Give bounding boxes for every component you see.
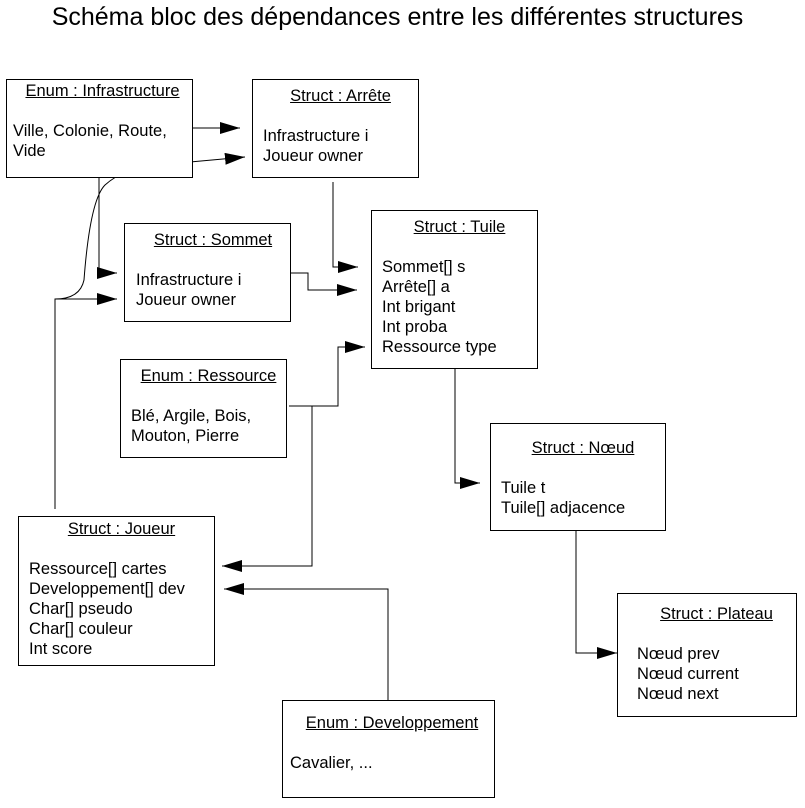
edge-ressource-joueur [222, 406, 313, 572]
node-ressource-title: Enum : Ressource [140, 367, 277, 385]
node-noeud-title: Struct : Nœud [531, 439, 635, 457]
node-joueur-fields: Ressource[] cartes Developpement[] dev C… [29, 559, 214, 659]
edge-infrastructure-sommet [97, 178, 117, 279]
field-tuile-2: Int brigant [382, 298, 456, 316]
field-infrastructure-1: Vide [13, 142, 46, 160]
field-sommet-0: Infrastructure i [136, 271, 242, 289]
node-infrastructure-fields: Ville, Colonie, Route, Vide [13, 121, 192, 161]
edge-tuile-noeud [454, 369, 480, 489]
edge-sommet-tuile [291, 272, 357, 296]
edge-arrete-tuile [332, 182, 358, 273]
node-arrete-fields: Infrastructure i Joueur owner [263, 126, 418, 166]
node-tuile: Struct : Tuile Sommet[] s Arrête[] a Int… [371, 210, 538, 369]
field-plateau-0: Nœud prev [637, 645, 720, 663]
node-noeud-fields: Tuile t Tuile[] adjacence [501, 478, 665, 518]
field-arrete-0: Infrastructure i [263, 127, 369, 145]
node-developpement: Enum : Developpement Cavalier, ... [282, 700, 495, 798]
field-joueur-1: Developpement[] dev [29, 580, 185, 598]
field-noeud-0: Tuile t [501, 479, 546, 497]
node-tuile-fields: Sommet[] s Arrête[] a Int brigant Int pr… [382, 257, 537, 357]
node-ressource-fields: Blé, Argile, Bois, Mouton, Pierre [131, 406, 286, 446]
field-infrastructure-0: Ville, Colonie, Route, [13, 122, 167, 140]
field-plateau-2: Nœud next [637, 685, 719, 703]
field-arrete-1: Joueur owner [263, 147, 363, 165]
node-plateau-fields: Nœud prev Nœud current Nœud next [637, 644, 796, 704]
field-ressource-1: Mouton, Pierre [131, 427, 240, 445]
node-arrete-title: Struct : Arrête [290, 87, 391, 105]
node-joueur-title: Struct : Joueur [67, 520, 176, 538]
diagram-title: Schéma bloc des dépendances entre les di… [51, 3, 744, 31]
node-plateau-title: Struct : Plateau [660, 605, 773, 623]
field-sommet-1: Joueur owner [136, 291, 236, 309]
node-infrastructure: Enum : Infrastructure Ville, Colonie, Ro… [6, 79, 193, 178]
node-noeud: Struct : Nœud Tuile t Tuile[] adjacence [490, 423, 666, 531]
node-sommet: Struct : Sommet Infrastructure i Joueur … [124, 223, 291, 322]
node-joueur: Struct : Joueur Ressource[] cartes Devel… [18, 516, 215, 666]
node-developpement-fields: Cavalier, ... [290, 753, 494, 773]
node-arrete: Struct : Arrête Infrastructure i Joueur … [252, 79, 419, 178]
field-tuile-3: Int proba [382, 318, 448, 336]
node-sommet-fields: Infrastructure i Joueur owner [136, 270, 290, 310]
node-plateau: Struct : Plateau Nœud prev Nœud current … [617, 593, 797, 717]
field-noeud-1: Tuile[] adjacence [501, 499, 626, 517]
field-joueur-3: Char[] couleur [29, 620, 133, 638]
node-ressource: Enum : Ressource Blé, Argile, Bois, Mout… [120, 359, 287, 458]
field-joueur-0: Ressource[] cartes [29, 560, 167, 578]
field-developpement-0: Cavalier, ... [290, 754, 373, 772]
field-tuile-4: Ressource type [382, 338, 497, 356]
node-sommet-title: Struct : Sommet [153, 231, 273, 249]
field-joueur-4: Int score [29, 640, 93, 658]
field-plateau-1: Nœud current [637, 665, 739, 683]
edge-ressource-tuile [289, 341, 365, 407]
field-joueur-2: Char[] pseudo [29, 600, 133, 618]
edge-developpement-joueur [224, 583, 389, 700]
field-ressource-0: Blé, Argile, Bois, [131, 407, 252, 425]
field-tuile-0: Sommet[] s [382, 258, 466, 276]
node-infrastructure-title: Enum : Infrastructure [25, 82, 180, 100]
node-tuile-title: Struct : Tuile [413, 218, 506, 236]
edge-noeud-plateau [575, 531, 617, 659]
node-developpement-title: Enum : Developpement [305, 714, 479, 732]
field-tuile-1: Arrête[] a [382, 278, 450, 296]
